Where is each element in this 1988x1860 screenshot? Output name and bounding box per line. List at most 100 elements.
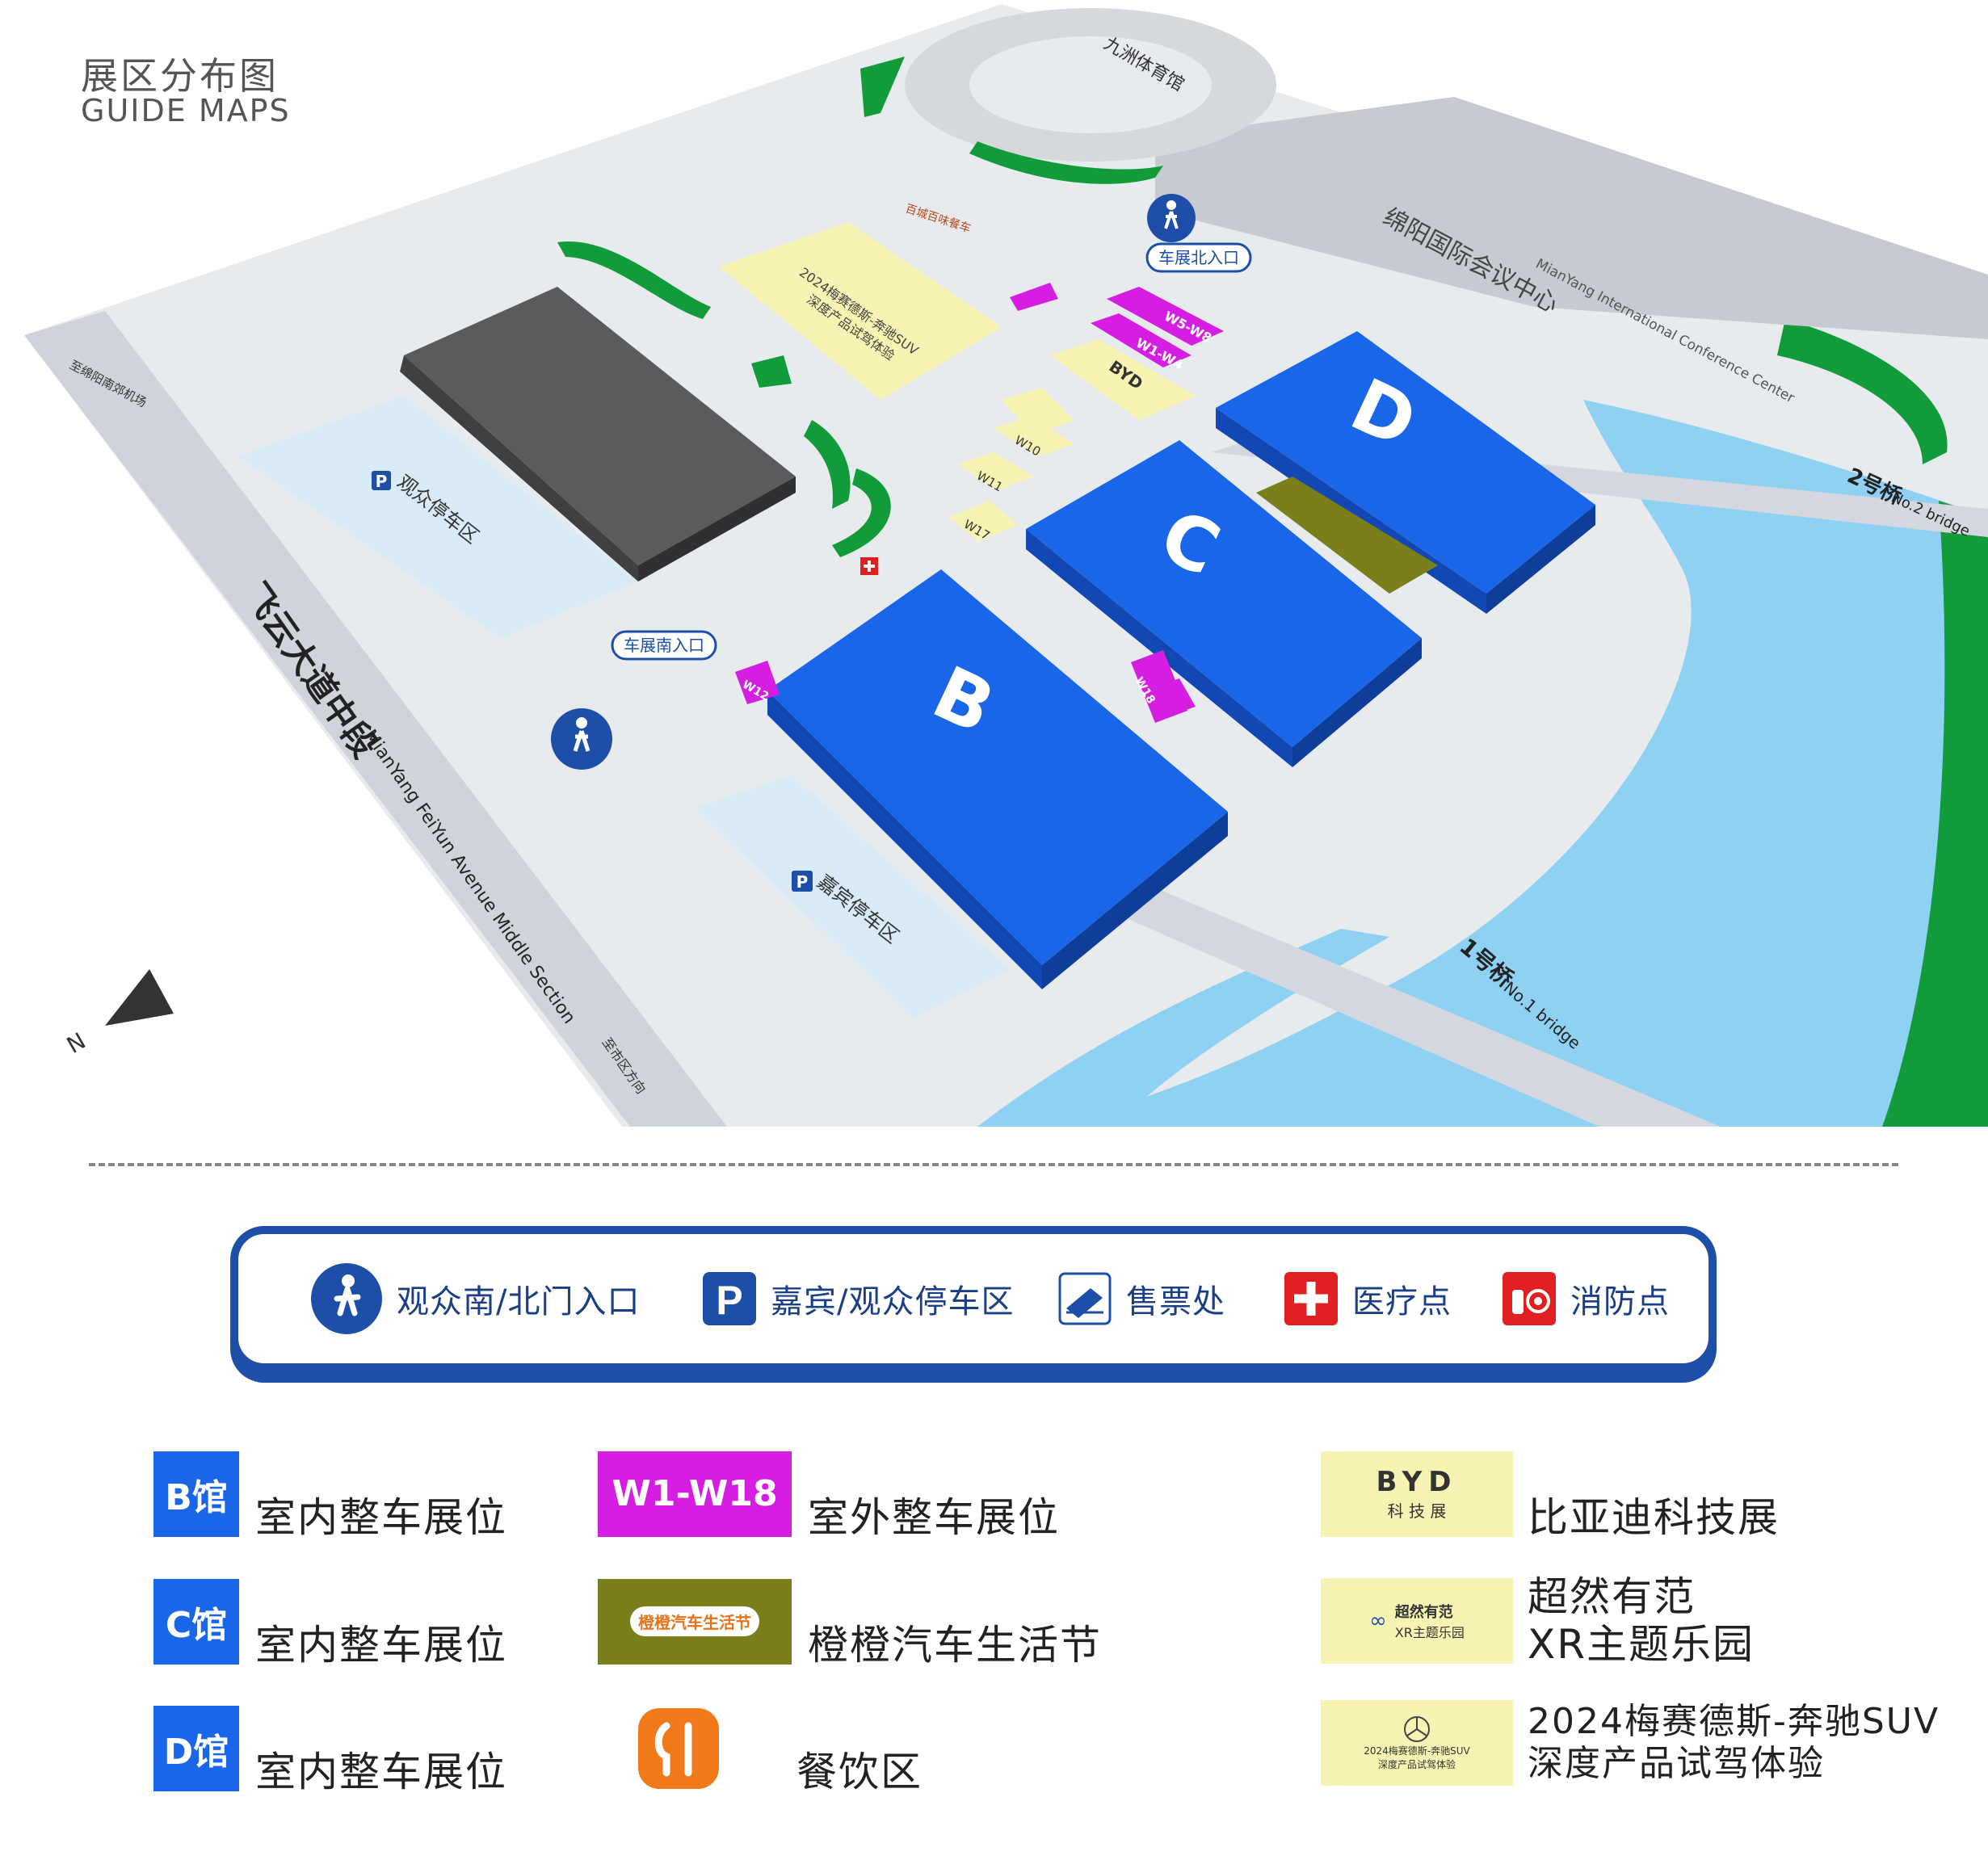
green-strip [557,241,711,319]
hall-d-top [1216,331,1595,594]
legend-item-ticket: 售票处 [1058,1234,1225,1363]
ticket-icon [1058,1272,1112,1325]
booth-w17 [949,501,1018,541]
legend-label-medical: 医疗点 [1352,1283,1452,1320]
legend-item-medical: 医疗点 [1284,1234,1452,1363]
key-row-food: 餐饮区 [638,1700,923,1796]
key-row-outdoor: W1-W18 室外整车展位 [598,1446,1060,1542]
legend-label-ticket: 售票处 [1126,1283,1225,1320]
byd-logo-text: BYD [1376,1466,1458,1498]
key-row-byd: BYD 科 技 展 比亚迪科技展 [1321,1446,1780,1542]
south-entrance-tag[interactable]: 车展南入口 [611,630,717,661]
legend-item-fire: 消防点 [1503,1234,1670,1363]
orange-festival-logo-text: 橙橙汽车生活节 [630,1606,759,1636]
orange-zone [1256,477,1438,594]
hall-b-desc: 室内整车展位 [255,1494,507,1541]
hall-c-side [1026,529,1292,767]
benz-desc-line2: 深度产品试驾体验 [1528,1743,1825,1784]
benz-logo-line2: 深度产品试驾体验 [1377,1759,1456,1770]
booth-w12 [735,661,780,704]
outdoor-booths [735,283,1224,723]
mercedes-star-icon [1404,1716,1430,1742]
outdoor-badge: W1-W18 [598,1451,792,1537]
byd-logo-sub: 科 技 展 [1387,1501,1447,1521]
compass-icon: N [62,969,174,1059]
green-strip [804,420,851,509]
legend-item-entrance: 观众南/北门入口 [311,1234,640,1363]
hall-c-badge: C馆 [153,1578,239,1665]
benz-desc-line1: 2024梅赛德斯-奔驰SUV [1528,1701,1940,1743]
benz-zone [719,222,1002,400]
hall-c-desc: 室内整车展位 [255,1622,507,1669]
parking-icon: P [703,1272,756,1325]
legend-label-parking: 嘉宾/观众停车区 [771,1283,1015,1320]
page-title: 展区分布图 [81,54,279,98]
benz-desc: 2024梅赛德斯-奔驰SUV 深度产品试驾体验 [1528,1701,1940,1785]
south-entrance-label: 车展南入口 [624,636,704,655]
hall-d-badge: D馆 [153,1705,239,1791]
dark-building-top [404,287,796,565]
key-row-d: D馆 室内整车展位 [153,1700,507,1796]
hall-c-top [1026,440,1422,747]
north-gate-pedestrian-icon[interactable] [1147,194,1196,242]
xr-zone [1002,388,1074,436]
hall-b-side [767,691,1042,989]
xr-logo: ∞ 超然有范 XR主题乐园 [1321,1578,1513,1664]
key-row-xr: ∞ 超然有范 XR主题乐园 超然有范 XR主题乐园 [1321,1573,1755,1669]
xr-logo-icon: ∞ [1369,1609,1387,1633]
svg-text:P: P [716,1278,742,1323]
benz-logo: 2024梅赛德斯-奔驰SUV 深度产品试驾体验 [1321,1700,1513,1786]
hall-d-desc: 室内整车展位 [255,1749,507,1795]
green-strip [969,141,1163,184]
hall-c-front [1292,638,1422,767]
dark-building-side [400,355,638,582]
xr-desc: 超然有范 XR主题乐园 [1528,1573,1755,1669]
stadium-inner [969,36,1212,133]
legend-label-fire: 消防点 [1570,1283,1670,1320]
section-divider [89,1163,1898,1166]
byd-logo: BYD 科 技 展 [1321,1451,1513,1537]
green-bank [1882,501,1988,1127]
legend-label-entrance: 观众南/北门入口 [397,1283,641,1320]
dark-building-front [638,477,796,582]
food-desc: 餐饮区 [796,1749,923,1795]
key-row-c: C馆 室内整车展位 [153,1573,507,1669]
green-bank [1777,319,1948,464]
fire-extinguisher-icon [1503,1272,1556,1325]
legend-box: 观众南/北门入口 P 嘉宾/观众停车区 售票处 医疗点 消防点 [230,1226,1717,1371]
parking-vip [695,775,1010,1018]
xr-desc-line2: XR主题乐园 [1528,1621,1755,1668]
xr-desc-line1: 超然有范 [1528,1573,1696,1620]
page-subtitle: GUIDE MAPS [81,93,291,128]
booth-w1-w4 [1091,313,1192,367]
booth-w5-w8 [1107,287,1224,346]
parking-icon [372,471,391,490]
key-row-b: B馆 室内整车展位 [153,1446,507,1542]
parking-audience [238,396,638,638]
booth-w13 [1155,678,1196,715]
byd-zone [1050,339,1196,420]
booth-w11 [957,452,1034,490]
main-road [24,311,727,1127]
food-icon [638,1707,719,1789]
outdoor-desc: 室外整车展位 [808,1494,1060,1541]
legend-item-parking: P 嘉宾/观众停车区 [703,1234,1014,1363]
parking-icon [792,871,813,892]
green-strip [751,355,792,388]
compass-label: N [62,1027,90,1059]
guide-map: 2024梅赛德斯-奔驰SUV 深度产品试驾体验 BYD D C B W5-W8 … [24,4,1988,1127]
hall-b-badge: B馆 [153,1451,239,1537]
north-entrance-label: 车展北入口 [1158,248,1239,267]
conference-center [1155,97,1988,339]
south-gate-pedestrian-icon[interactable] [551,708,612,770]
hall-b-top [767,569,1228,965]
green-strip [860,57,905,117]
river [1050,400,1988,1127]
medical-cross-icon [1284,1272,1338,1325]
key-row-orange: 橙橙汽车生活节 橙橙汽车生活节 [598,1573,1102,1669]
parking-p-letter: P [376,472,388,491]
north-entrance-tag[interactable]: 车展北入口 [1145,242,1252,273]
byd-desc: 比亚迪科技展 [1528,1494,1780,1541]
orange-festival-desc: 橙橙汽车生活节 [808,1622,1102,1669]
hall-b-front [1042,812,1228,989]
